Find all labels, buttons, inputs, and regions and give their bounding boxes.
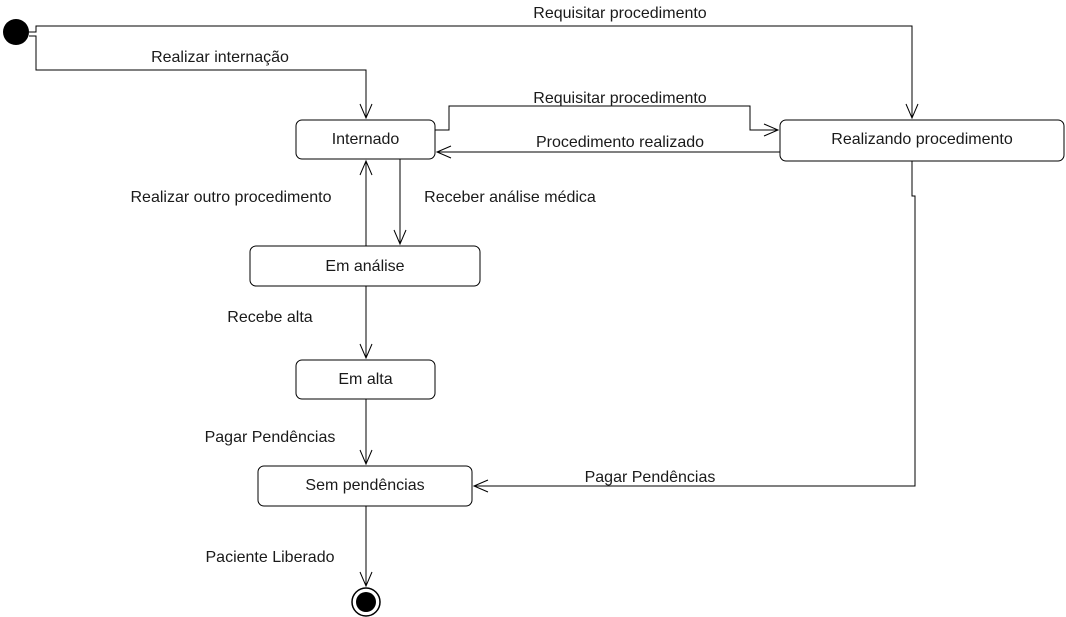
label-internado-to-realizando: Requisitar procedimento (533, 90, 707, 107)
label-start-to-realizando: Requisitar procedimento (533, 5, 707, 22)
state-em-alta[interactable]: Em alta (295, 359, 436, 400)
state-em-alta-label: Em alta (338, 371, 392, 388)
edge-realizando-to-sem-pendencias: Pagar Pendências (472, 161, 916, 493)
state-sem-pendencias[interactable]: Sem pendências (257, 465, 473, 507)
state-internado[interactable]: Internado (295, 119, 436, 160)
label-internado-to-analise: Receber análise médica (424, 189, 596, 206)
edge-alta-to-sem-pendencias: Pagar Pendências (205, 399, 373, 466)
edge-realizando-to-internado: Procedimento realizado (435, 134, 780, 159)
label-analise-to-internado: Realizar outro procedimento (131, 189, 332, 206)
state-realizando-label: Realizando procedimento (831, 131, 1013, 148)
edge-internado-to-analise: Receber análise médica (393, 159, 596, 246)
label-realizando-to-sem-pendencias: Pagar Pendências (585, 469, 716, 486)
edge-internado-to-realizando: Requisitar procedimento (435, 90, 780, 137)
edge-analise-to-alta: Recebe alta (227, 286, 373, 360)
label-start-to-internado: Realizar internação (151, 49, 289, 66)
state-em-analise-label: Em análise (325, 258, 404, 275)
label-realizando-to-internado: Procedimento realizado (536, 134, 704, 151)
label-alta-to-sem-pendencias: Pagar Pendências (205, 429, 336, 446)
state-realizando-procedimento[interactable]: Realizando procedimento (779, 119, 1065, 162)
edge-start-to-internado: Realizar internação (29, 35, 373, 120)
edge-start-to-realizando: Requisitar procedimento (29, 5, 919, 120)
state-em-analise[interactable]: Em análise (249, 245, 481, 287)
final-node (351, 587, 381, 617)
edge-analise-to-internado: Realizar outro procedimento (131, 159, 373, 246)
state-sem-pendencias-label: Sem pendências (305, 477, 424, 494)
label-analise-to-alta: Recebe alta (227, 309, 312, 326)
state-internado-label: Internado (332, 131, 400, 148)
label-sem-pendencias-to-final: Paciente Liberado (206, 549, 335, 566)
initial-node (3, 19, 29, 45)
edge-sem-pendencias-to-final: Paciente Liberado (206, 506, 373, 588)
